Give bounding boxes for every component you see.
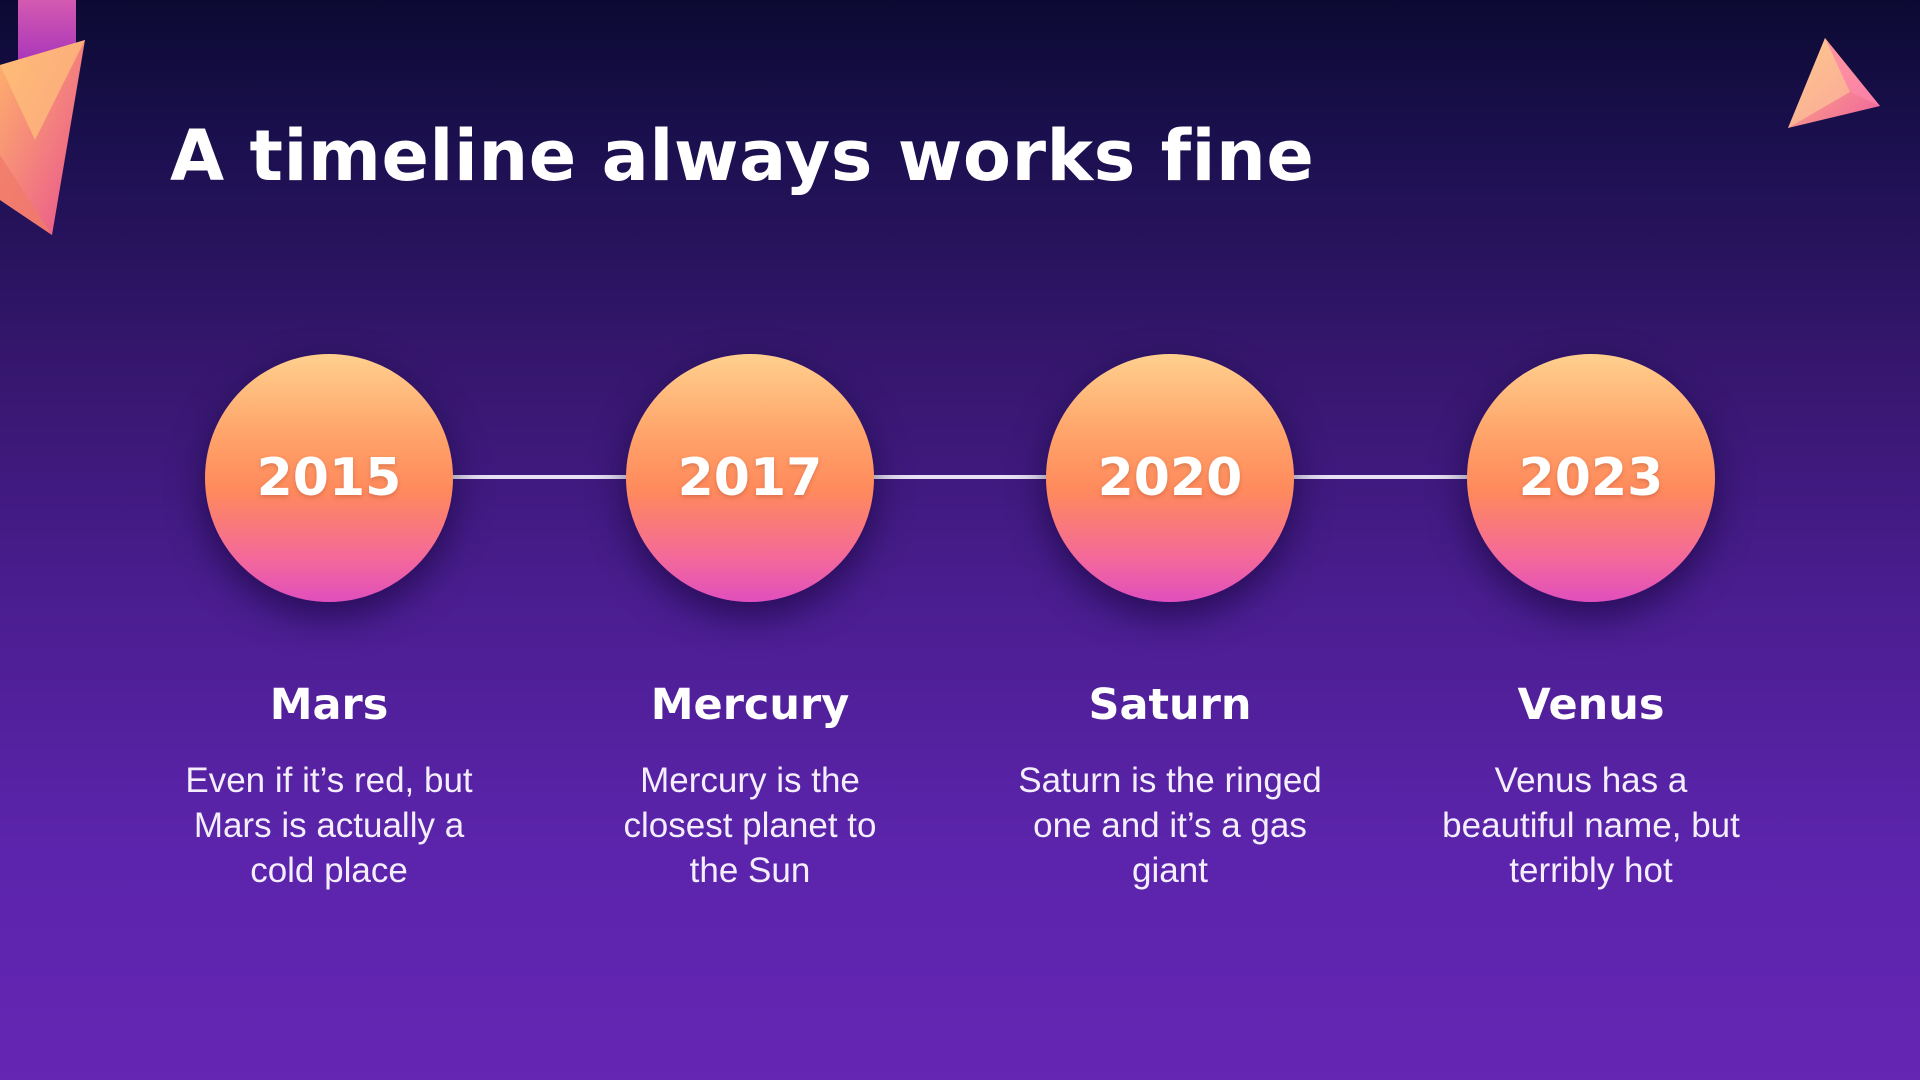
description-line: giant — [1132, 851, 1208, 890]
milestone-title: Mercury — [650, 680, 850, 730]
description-line: the Sun — [689, 851, 811, 890]
milestone-year: 2023 — [1518, 448, 1664, 508]
timeline-milestone-circle: 2023 — [1467, 354, 1715, 602]
description-line: Saturn is the ringed — [1018, 761, 1322, 800]
milestone-description: Venus has a beautiful name, but terribly… — [1411, 758, 1771, 893]
description-line: Mars is actually a — [193, 806, 465, 845]
description-line: terribly hot — [1509, 851, 1673, 890]
milestone-year: 2020 — [1097, 448, 1243, 508]
milestone-description: Even if it’s red, but Mars is actually a… — [149, 758, 509, 893]
slide-title: A timeline always works fine — [170, 115, 1315, 197]
description-line: beautiful name, but — [1442, 806, 1740, 845]
timeline-milestone-circle: 2015 — [205, 354, 453, 602]
milestone-year: 2017 — [677, 448, 823, 508]
description-line: closest planet to — [623, 806, 877, 845]
milestone-description: Mercury is the closest planet to the Sun — [570, 758, 930, 893]
decorative-triangle-shape — [1788, 38, 1880, 128]
timeline-connector-line — [328, 475, 1592, 479]
milestone-title: Venus — [1517, 680, 1665, 730]
milestone-year: 2015 — [256, 448, 402, 508]
timeline-milestone-circle: 2020 — [1046, 354, 1294, 602]
description-line: Even if it’s red, but — [185, 761, 473, 800]
description-line: Mercury is the — [640, 761, 860, 800]
description-line: Venus has a — [1494, 761, 1688, 800]
description-line: cold place — [250, 851, 408, 890]
milestone-description: Saturn is the ringed one and it’s a gas … — [990, 758, 1350, 893]
milestone-title: Saturn — [1088, 680, 1252, 730]
milestone-title: Mars — [269, 680, 389, 730]
description-line: one and it’s a gas — [1033, 806, 1307, 845]
timeline-milestone-circle: 2017 — [626, 354, 874, 602]
decorative-triangle-shape — [0, 0, 85, 235]
